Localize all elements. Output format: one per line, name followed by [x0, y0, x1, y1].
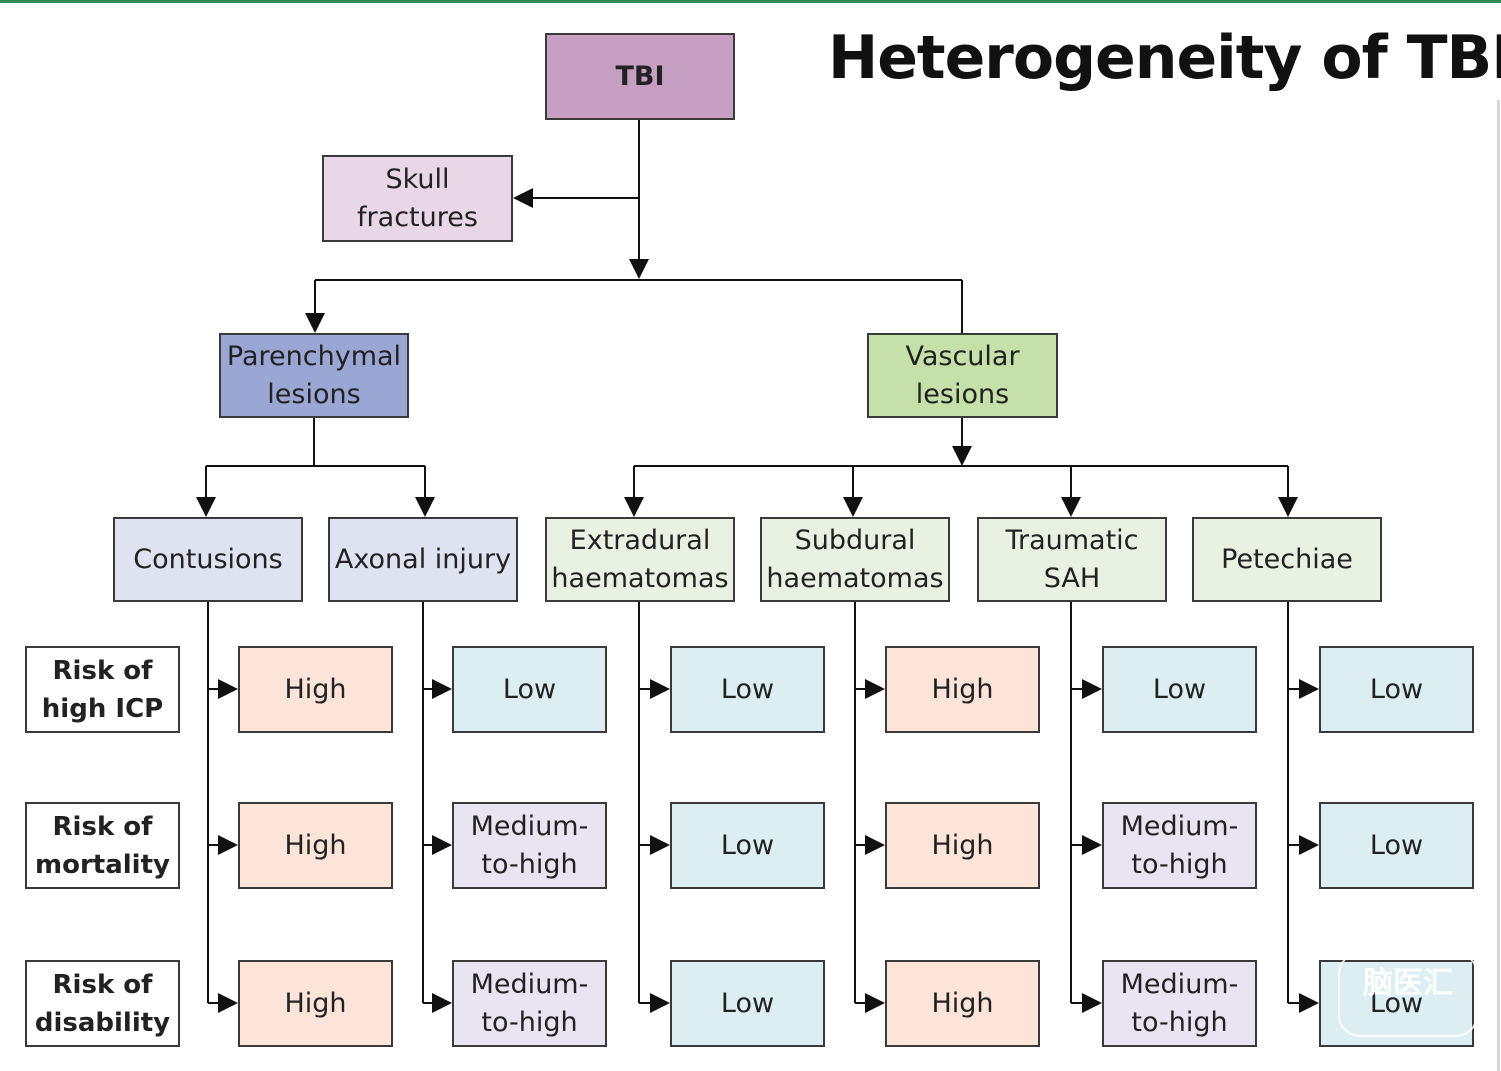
- risk-value-high: High: [238, 646, 393, 733]
- page-title: Heterogeneity of TBI: [828, 23, 1501, 93]
- arrowhead-right: [432, 835, 452, 855]
- subtype-node-contusions: Contusions: [113, 517, 303, 602]
- risk-value-high: High: [238, 960, 393, 1047]
- arrowhead-right: [1299, 993, 1319, 1013]
- risk-row-label: Risk of mortality: [25, 802, 180, 889]
- risk-value-low: Low: [670, 960, 825, 1047]
- arrowhead-right: [1299, 835, 1319, 855]
- vascular-lesions-node: Vascular lesions: [867, 333, 1058, 418]
- tbi-node: TBI: [545, 33, 735, 120]
- subtype-node-subdural-haematomas: Subdural haematomas: [760, 517, 950, 602]
- risk-value-high: High: [238, 802, 393, 889]
- subtype-node-extradural-haematomas: Extradural haematomas: [545, 517, 735, 602]
- parenchymal-lesions-node: Parenchymal lesions: [219, 333, 409, 418]
- right-edge-line: [1497, 100, 1500, 1071]
- risk-value-low: Low: [1319, 802, 1474, 889]
- arrowhead-right: [865, 993, 885, 1013]
- arrowhead-left: [513, 188, 533, 208]
- arrowhead-right: [218, 993, 238, 1013]
- arrowhead-right: [432, 679, 452, 699]
- arrowhead-down: [415, 497, 435, 517]
- risk-value-low: Low: [670, 802, 825, 889]
- arrowhead-right: [218, 679, 238, 699]
- risk-value-low: Low: [1102, 646, 1257, 733]
- arrowhead-down: [1061, 497, 1081, 517]
- arrowhead-right: [865, 835, 885, 855]
- risk-value-medium: Medium-to-high: [452, 960, 607, 1047]
- risk-value-high: High: [885, 646, 1040, 733]
- arrowhead-down: [196, 497, 216, 517]
- arrowhead-down: [1278, 497, 1298, 517]
- risk-value-high: High: [885, 960, 1040, 1047]
- arrowhead-right: [650, 835, 670, 855]
- risk-value-medium: Medium-to-high: [452, 802, 607, 889]
- subtype-node-petechiae: Petechiae: [1192, 517, 1382, 602]
- arrowhead-right: [650, 679, 670, 699]
- arrowhead-down: [305, 313, 325, 333]
- risk-value-low: Low: [670, 646, 825, 733]
- watermark-text: 脑医汇: [1363, 966, 1453, 1001]
- watermark-logo: 脑医汇: [1338, 952, 1478, 1037]
- risk-row-label: Risk of disability: [25, 960, 180, 1047]
- risk-value-low: Low: [452, 646, 607, 733]
- arrowhead-right: [650, 993, 670, 1013]
- risk-value-high: High: [885, 802, 1040, 889]
- risk-value-low: Low: [1319, 646, 1474, 733]
- arrowhead-right: [432, 993, 452, 1013]
- top-accent-line: [0, 0, 1501, 3]
- arrowhead-down: [624, 497, 644, 517]
- arrowhead-right: [218, 835, 238, 855]
- subtype-node-axonal-injury: Axonal injury: [328, 517, 518, 602]
- arrowhead-right: [1082, 993, 1102, 1013]
- arrowhead-right: [865, 679, 885, 699]
- arrowhead-right: [1299, 679, 1319, 699]
- arrowhead-right: [1082, 679, 1102, 699]
- arrowhead-down: [952, 446, 972, 466]
- risk-value-medium: Medium-to-high: [1102, 802, 1257, 889]
- risk-value-medium: Medium-to-high: [1102, 960, 1257, 1047]
- risk-row-label: Risk of high ICP: [25, 646, 180, 733]
- risk-value-low: Low: [1319, 960, 1474, 1047]
- arrowhead-down: [843, 497, 863, 517]
- subtype-node-traumatic-sah: Traumatic SAH: [977, 517, 1167, 602]
- arrowhead-down: [629, 259, 649, 279]
- skull-fractures-node: Skull fractures: [322, 155, 513, 242]
- arrowhead-right: [1082, 835, 1102, 855]
